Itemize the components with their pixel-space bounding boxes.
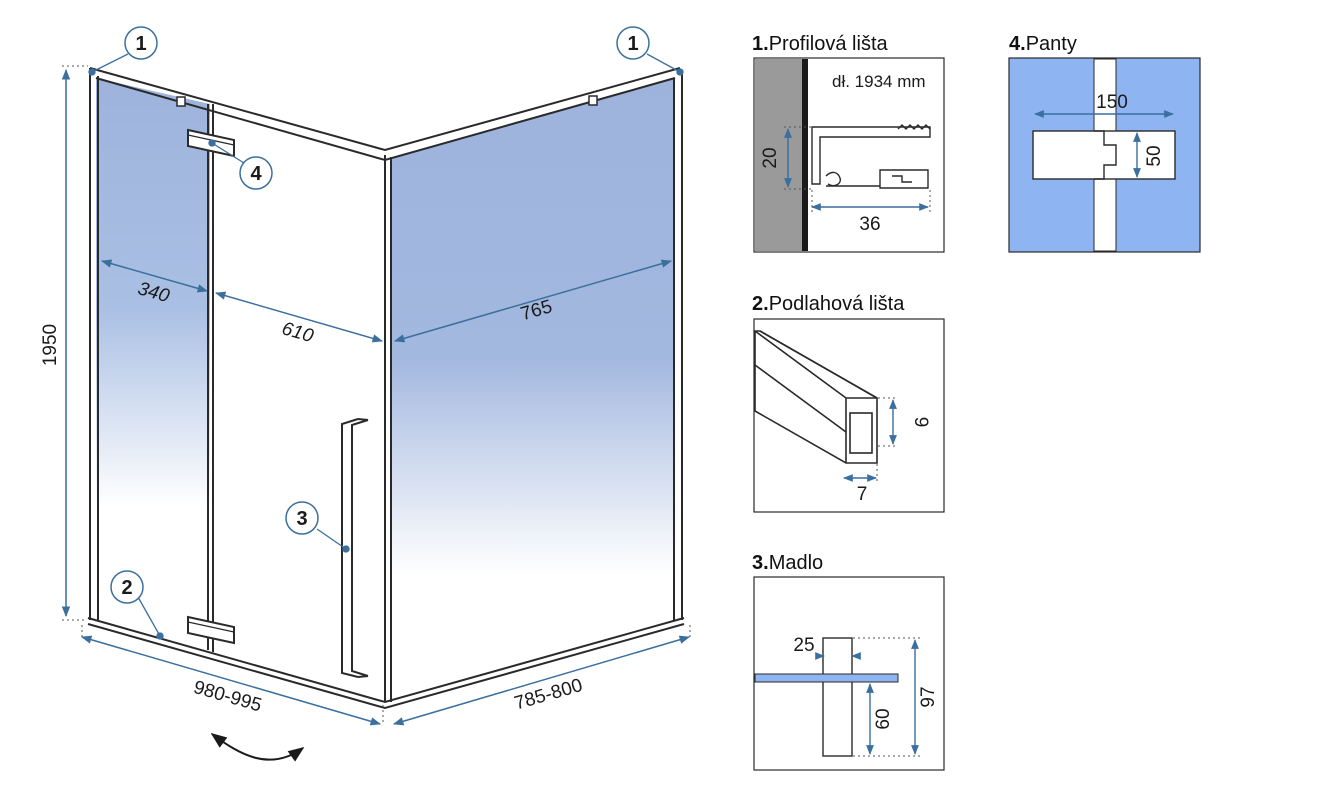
fixed-front-glass [96,78,210,650]
front-range-dim: 980-995 [191,677,264,716]
profile-length-label: dł. 1934 mm [832,72,926,91]
callout-4: 4 [239,156,273,190]
hinge-width-dim: 150 [1096,92,1128,113]
hinge-height-dim: 50 [1144,145,1165,166]
top-clip [588,95,598,106]
svg-text:4: 4 [250,163,262,185]
handle-bar [822,637,853,757]
handle-inner-dim: 60 [873,708,894,729]
height-dim: 1950 [40,324,61,366]
svg-text:1.Profilová lišta: 1.Profilová lišta [752,33,889,55]
curved-double-arrow-icon [210,733,305,762]
handle-total-dim: 97 [918,686,939,707]
top-clip [176,96,186,107]
fixed-dim-line [100,259,209,293]
detail-hinge: 4.Panty 150 50 [1008,33,1201,253]
side-glass [392,78,675,700]
floor-height-dim: 9 [910,417,931,428]
profile-width-dim: 36 [859,214,880,235]
detail-handle-number: 3. [752,552,769,574]
handle-width-dim: 25 [793,635,814,656]
svg-text:2.Podlahová lišta: 2.Podlahová lišta [752,293,905,315]
detail-handle-title: Madlo [769,552,823,574]
profile-height-dim: 20 [760,147,781,168]
detail-profile: 1.Profilová lišta dł. 1934 mm 20 36 [752,33,945,253]
svg-text:1: 1 [627,33,638,55]
detail-hinge-number: 4. [1009,33,1026,55]
callout-1-left: 1 [124,26,158,60]
floor-width-dim: 7 [857,484,868,505]
callout-1-right: 1 [616,26,650,60]
svg-text:2: 2 [121,577,132,599]
callout-3: 3 [285,501,319,535]
side-range-dim: 785-800 [512,675,585,714]
detail-profile-title: Profilová lišta [769,33,889,55]
svg-text:3: 3 [296,508,307,530]
door-glass [210,104,385,700]
detail-handle: 3.Madlo 25 97 60 [752,552,945,771]
svg-text:3.Madlo: 3.Madlo [752,552,823,574]
callout-2: 2 [110,570,144,604]
enclosure-view: 1950 340 610 765 980-995 785-800 1 1 2 [40,26,691,762]
side-dim-line [393,259,673,343]
detail-floor-title: Podlahová lišta [769,293,906,315]
wall-section [755,59,802,251]
side-range-dim-line [392,635,691,726]
svg-text:4.Panty: 4.Panty [1009,33,1077,55]
handle-glass [754,673,899,683]
detail-hinge-title: Panty [1026,33,1077,55]
top-profile-front [89,67,681,152]
front-range-dim-line [80,635,382,726]
door-dim-line [214,291,384,343]
detail-floor-number: 2. [752,293,769,315]
detail-floor: 2.Podlahová lišta 9 7 [752,293,945,513]
svg-text:1: 1 [135,33,146,55]
detail-profile-number: 1. [752,33,769,55]
